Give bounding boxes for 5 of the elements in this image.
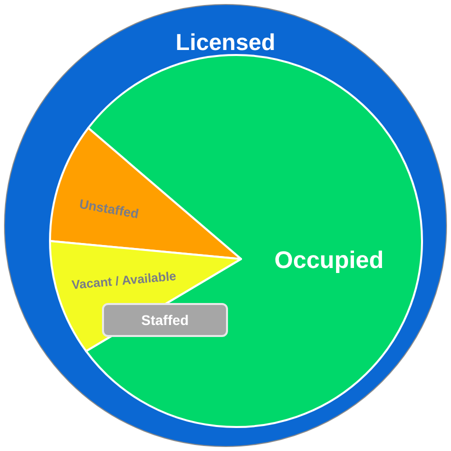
slice-label: Unstaffed bbox=[78, 195, 140, 224]
label-box: Staffed bbox=[102, 303, 228, 337]
circle-title: Licensed bbox=[176, 28, 276, 57]
slice-label: Vacant / Available bbox=[71, 268, 177, 294]
slice-label: Occupied bbox=[274, 246, 384, 276]
